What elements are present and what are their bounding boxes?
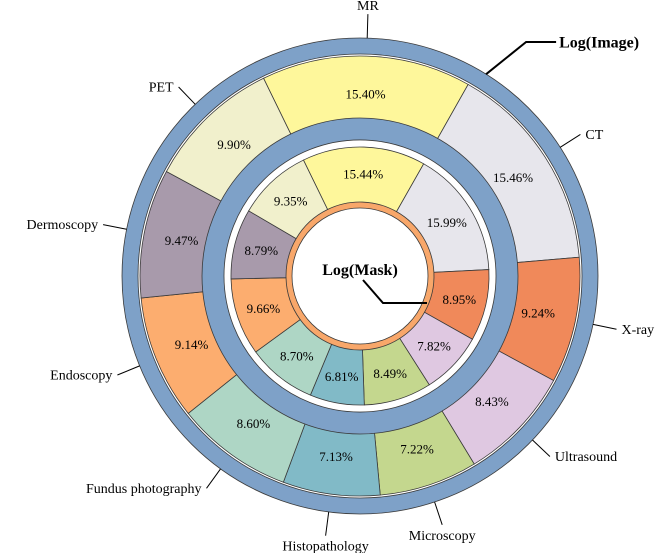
inner-series-callout-line [362,279,427,304]
outer-value-label: 9.47% [165,233,199,248]
category-label-dermoscopy: Dermoscopy [27,218,99,233]
inner-value-label: 7.82% [417,339,451,354]
separator-blue-ring [201,117,519,435]
outer-ring-frame [121,37,599,515]
series-labels: Log(Image) Log(Mask) [322,35,639,304]
category-label-mr: MR [357,0,379,14]
leader-line [366,14,369,39]
category-label-microscopy: Microscopy [409,529,476,544]
category-label-fundus-photography: Fundus photography [86,482,202,497]
inner-series-name: Log(Mask) [322,262,398,279]
inner-value-label: 9.66% [247,301,281,316]
inner-ring-slices [230,146,490,406]
outer-value-label: 15.40% [345,87,385,102]
leader-line [117,365,140,376]
category-label-endoscopy: Endoscopy [50,369,112,384]
leader-line [103,224,127,230]
outer-value-label: 7.13% [319,449,353,464]
category-label-pet: PET [149,81,174,96]
outer-value-label: 8.43% [475,394,509,409]
percentage-labels: 15.40% 15.46% 9.24% 8.43% 7.22% 7.13% 8.60% 9.1… [165,87,555,464]
outer-value-label: 9.14% [175,337,209,352]
leader-line [325,511,330,536]
leader-line [592,323,617,330]
outer-value-label: 9.90% [217,137,251,152]
category-label-x-ray: X-ray [622,323,655,338]
inner-value-label: 8.79% [245,243,279,258]
inner-value-label: 9.35% [274,194,308,209]
leader-line [532,439,551,457]
category-label-ultrasound: Ultrasound [555,450,617,465]
outer-value-label: 9.24% [521,306,555,321]
outer-series-name: Log(Image) [559,35,639,52]
inner-value-label: 8.95% [443,292,477,307]
inner-value-label: 8.49% [373,366,407,381]
category-label-ct: CT [585,128,603,143]
category-labels: MR CT X-rayUltrasoundMicroscopyHistopathol… [27,0,655,553]
leader-line [206,468,221,489]
inner-value-label: 8.70% [280,349,314,364]
leader-line [178,86,196,105]
inner-value-label: 15.99% [427,215,467,230]
inner-value-label: 15.44% [343,167,383,182]
category-label-histopathology: Histopathology [282,540,368,553]
outer-value-label: 8.60% [237,416,271,431]
inner-value-label: 6.81% [325,369,359,384]
inner-slice-pet [248,159,329,240]
leader-line [434,501,443,525]
outer-blue-ring [121,37,599,515]
leader-lines [103,14,617,536]
outer-value-label: 15.46% [493,170,533,185]
outer-series-callout-line [485,41,557,75]
leader-line [559,133,581,148]
outer-value-label: 7.22% [400,441,434,456]
